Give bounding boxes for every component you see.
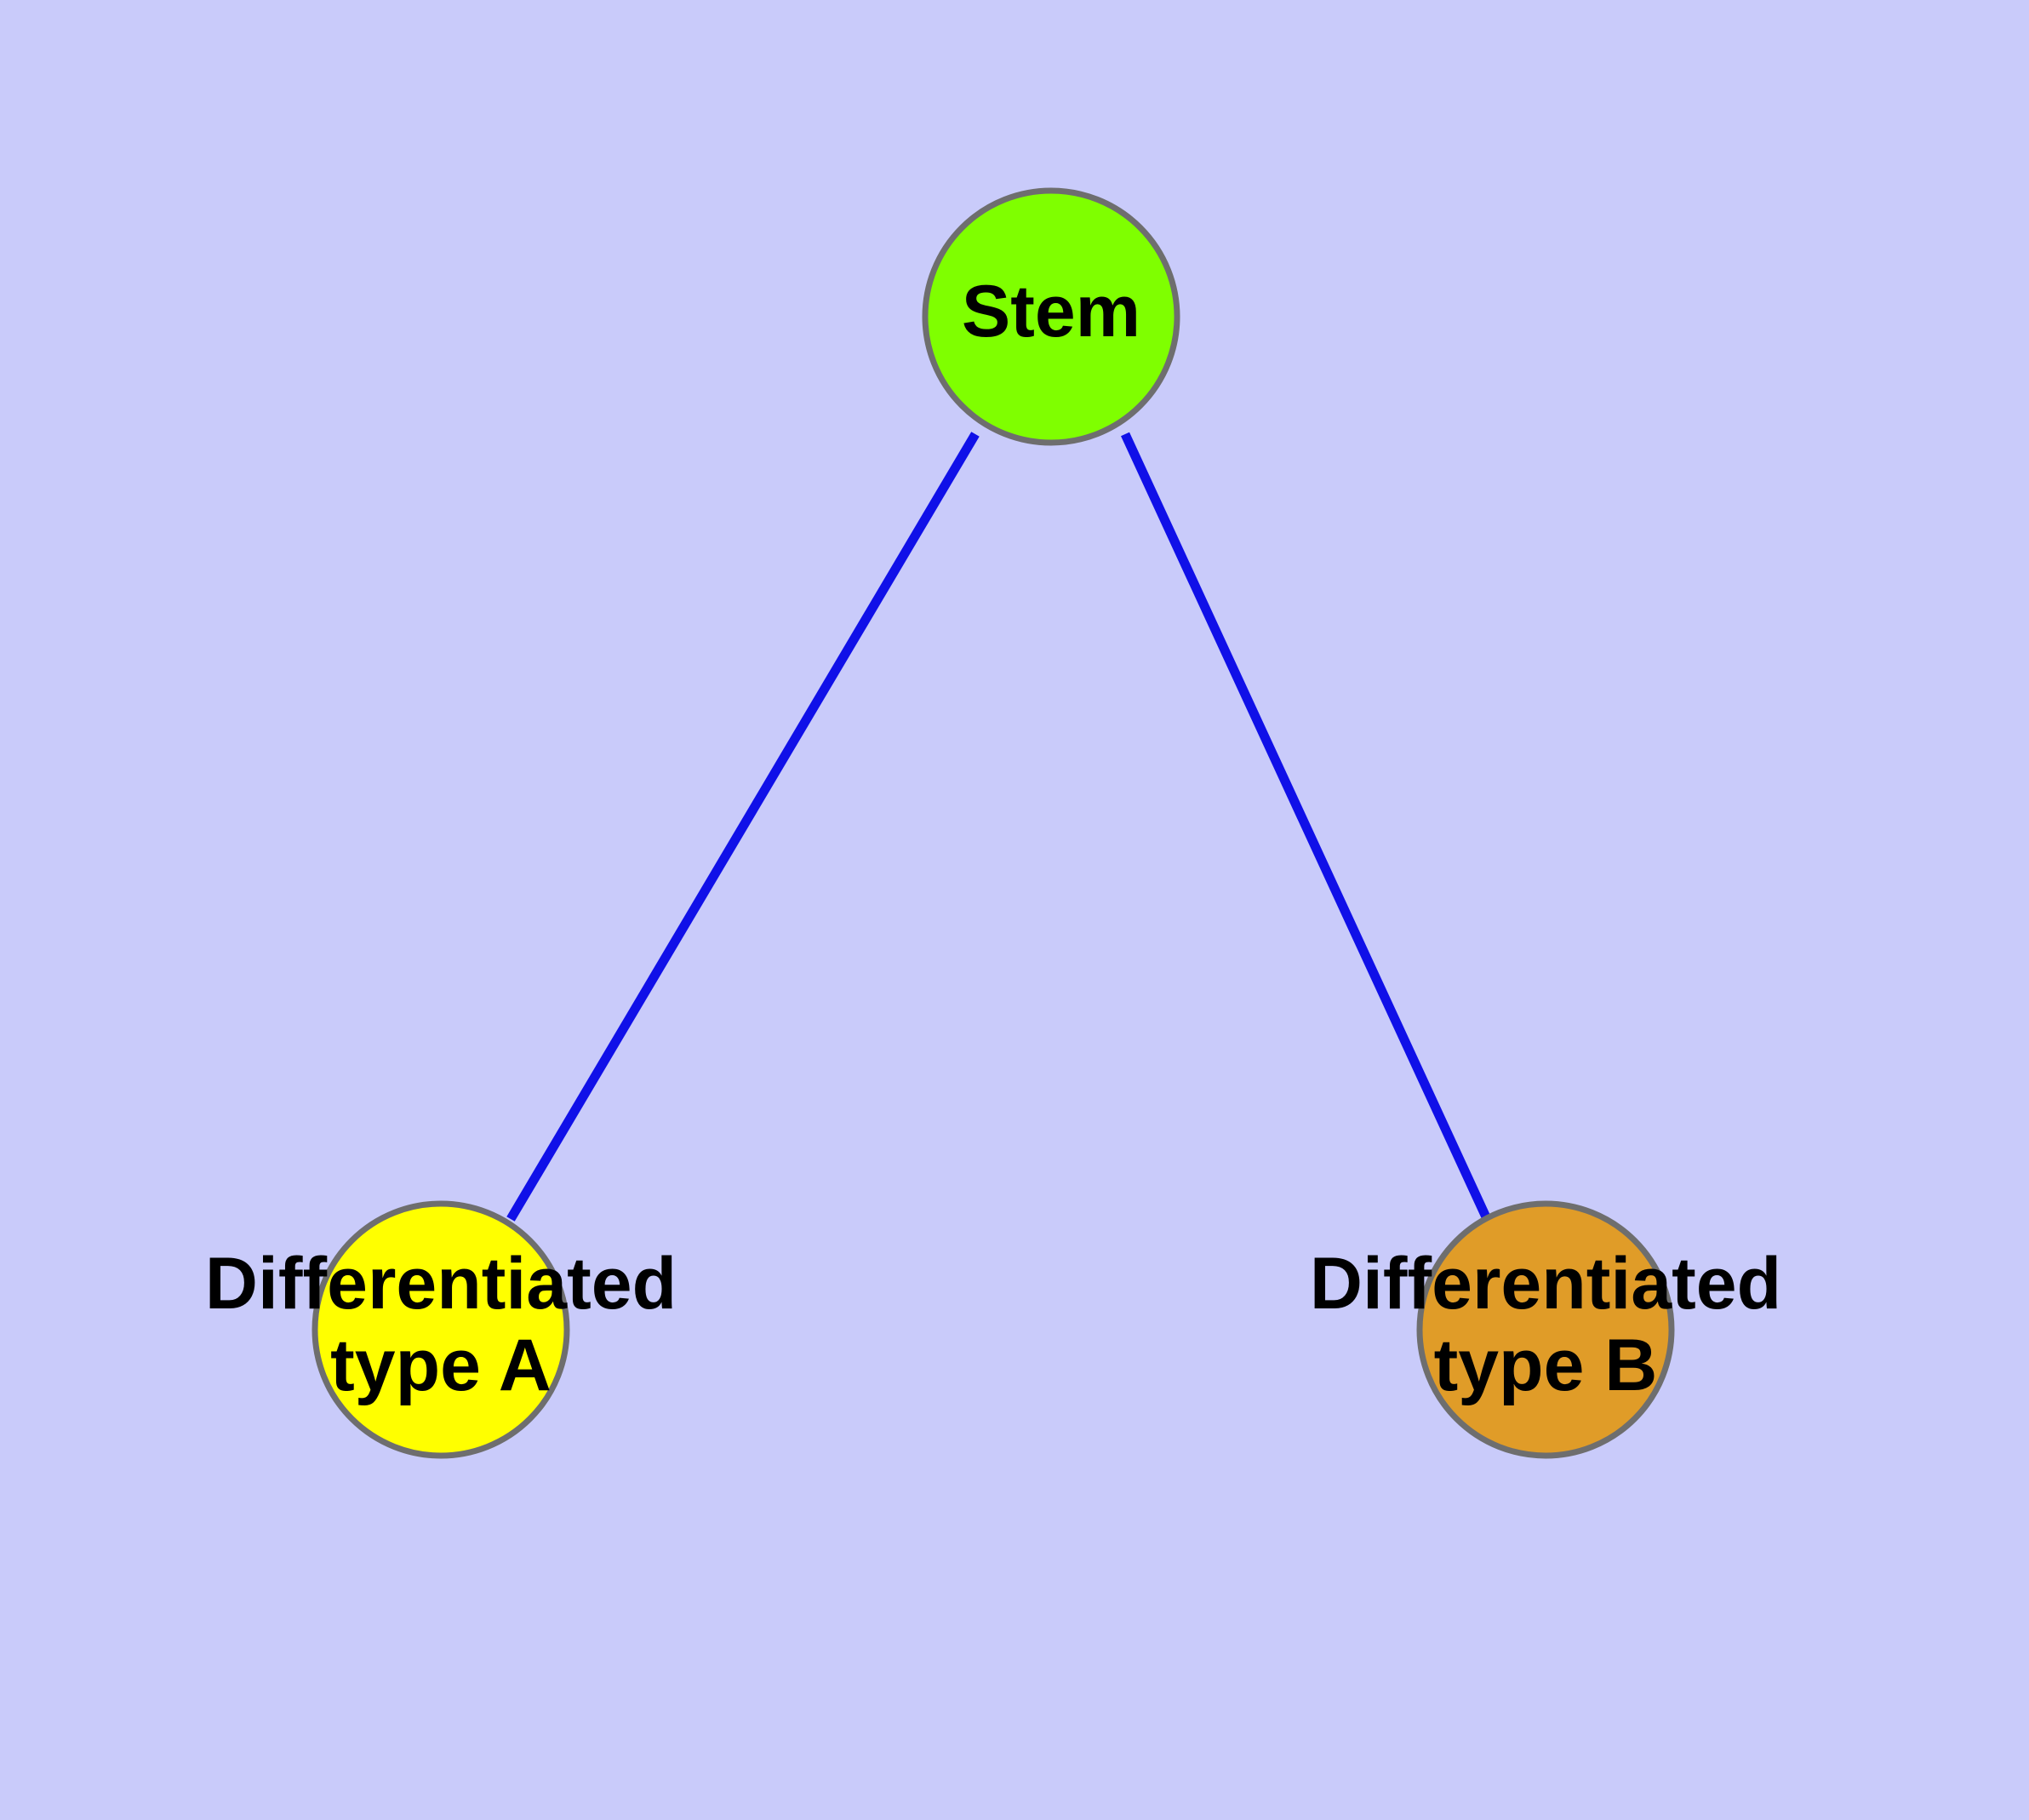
edges-layer bbox=[506, 432, 1492, 1223]
node-circle-stem[interactable] bbox=[922, 187, 1180, 446]
node-label-line: type B bbox=[1434, 1325, 1658, 1406]
node-label-line: Differentiated bbox=[205, 1243, 677, 1325]
edge-stem-diff-a[interactable] bbox=[506, 432, 980, 1222]
node-label-line: type A bbox=[330, 1325, 552, 1406]
edge-stem-diff-b[interactable] bbox=[1121, 432, 1492, 1223]
node-circle-diff_b[interactable] bbox=[1416, 1200, 1675, 1459]
node-label-stem: Stem bbox=[962, 271, 1140, 352]
node-label-line: Differentiated bbox=[1310, 1243, 1781, 1325]
node-stem[interactable]: Stem bbox=[922, 187, 1180, 446]
node-label-line: Stem bbox=[962, 271, 1140, 352]
node-circle-diff_a[interactable] bbox=[311, 1200, 570, 1459]
